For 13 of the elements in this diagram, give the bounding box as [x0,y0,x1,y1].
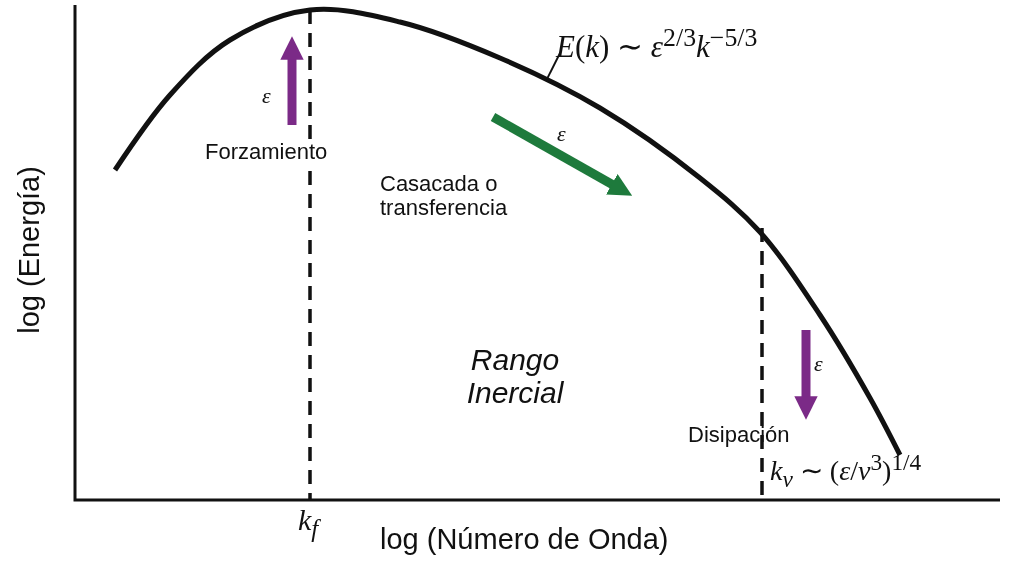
epsilon-label: ε [814,352,823,377]
forcing-label: Forzamiento [205,140,328,165]
formula-label: E(k) ∼ ε$^{2/3}$k$^{−5/3}$ [556,24,758,65]
cascade-label: Casacada o transferencia [380,172,509,221]
y-axis-title: log (Energía) [14,166,46,334]
epsilon-label: ε [557,122,566,147]
epsilon-label: ε [262,84,271,109]
inertial-range-label: Rango Inercial [465,343,565,409]
dissipation-label: Disipación [688,423,790,448]
formula-label: k$_{ν}$ ∼ (ε/ν$^{3}$)$^{1/4}$ [770,450,922,493]
wavenumber-label: k$_{f}$ [298,503,319,543]
spectrum-curve [112,6,903,457]
x-axis-title: log (Número de Onda) [380,524,669,556]
